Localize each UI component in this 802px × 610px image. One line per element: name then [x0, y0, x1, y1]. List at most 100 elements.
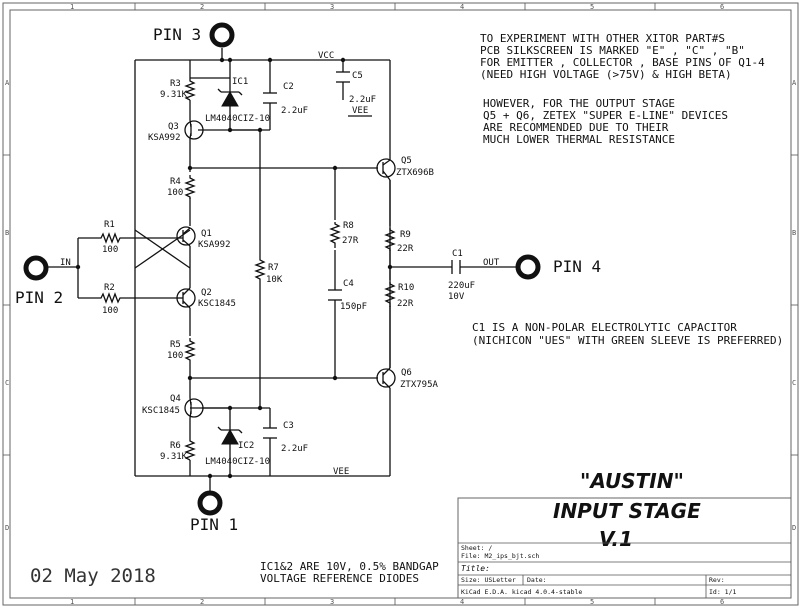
c4-ref: C4 [343, 279, 354, 289]
note-ic: IC1&2 ARE 10V, 0.5% BANDGAP VOLTAGE REFE… [260, 560, 439, 585]
note-output-line-4: MUCH LOWER THERMAL RESISTANCE [483, 133, 675, 146]
title-block: Sheet: / File: M2_ips_bjt.sch Title: Siz… [457, 497, 792, 599]
note-experiment: TO EXPERIMENT WITH OTHER XITOR PART#S PC… [480, 32, 765, 81]
big-title: "AUSTIN" INPUT STAGE V.1 [553, 469, 701, 551]
ruler-row-d-right: D [792, 524, 796, 532]
note-experiment-line-3: FOR EMITTER , COLLECTOR , BASE PINS OF Q… [480, 56, 765, 69]
ic1-ref: IC1 [232, 77, 248, 87]
ruler-col-2: 2 [200, 3, 204, 11]
r10-symbol [384, 282, 396, 307]
r7-symbol [254, 258, 266, 282]
r8-value: 27R [342, 236, 359, 246]
q1-symbol [176, 226, 196, 247]
r6-ref: R6 [170, 441, 181, 451]
q3-ref: Q3 [168, 122, 179, 132]
c4-symbol [328, 289, 342, 301]
note-output-line-1: HOWEVER, FOR THE OUTPUT STAGE [483, 97, 675, 110]
net-vee: VEE [333, 467, 349, 477]
q6-ref: Q6 [401, 368, 412, 378]
wires [42, 48, 520, 492]
q2-ref: Q2 [201, 288, 212, 298]
ruler-col-3: 3 [330, 3, 334, 11]
c5-symbol [336, 71, 350, 83]
r4-value: 100 [167, 188, 183, 198]
c2-ref: C2 [283, 82, 294, 92]
ruler-col-6: 6 [720, 3, 724, 11]
pin1-connector[interactable] [197, 490, 223, 516]
r3-ref: R3 [170, 79, 181, 89]
ic1-symbol [217, 88, 243, 108]
c2-value: 2.2uF [281, 106, 308, 116]
c3-symbol [263, 427, 277, 439]
tb-id: Id: 1/1 [709, 588, 736, 596]
ruler-row-a: A [5, 79, 10, 87]
net-out: OUT [483, 258, 500, 268]
q1-ref: Q1 [201, 229, 212, 239]
capacitor-symbols [263, 71, 461, 439]
tb-title: Title: [461, 564, 490, 573]
component-labels: R3 9.31K IC1 LM4040CIZ-10 C2 2.2uF C5 2.… [102, 71, 475, 467]
ruler-col-1-bottom: 1 [70, 598, 74, 606]
ruler-col-5-bottom: 5 [590, 598, 594, 606]
r2-value: 100 [102, 306, 118, 316]
ic1-value: LM4040CIZ-10 [205, 114, 270, 124]
r1-ref: R1 [104, 220, 115, 230]
note-c1: C1 IS A NON-POLAR ELECTROLYTIC CAPACITOR… [472, 321, 783, 347]
q1-value: KSA992 [198, 240, 231, 250]
big-title-line-1: "AUSTIN" [580, 469, 684, 493]
q2-value: KSC1845 [198, 299, 236, 309]
r5-symbol [184, 338, 196, 362]
r3-value: 9.31K [160, 90, 188, 100]
tb-size: Size: USLetter [461, 576, 516, 584]
tb-rev: Rev: [709, 576, 725, 584]
q6-symbol [376, 367, 396, 389]
pin1-label: PIN 1 [190, 515, 238, 534]
r10-value: 22R [397, 299, 414, 309]
note-experiment-line-1: TO EXPERIMENT WITH OTHER XITOR PART#S [480, 32, 725, 45]
ruler-row-c: C [5, 379, 9, 387]
pin2-connector[interactable] [23, 255, 49, 281]
tb-tool: KiCad E.D.A. kicad 4.0.4-stable [461, 588, 582, 596]
ruler-col-6-bottom: 6 [720, 598, 724, 606]
pin4-connector[interactable] [515, 254, 541, 280]
c3-ref: C3 [283, 421, 294, 431]
net-in: IN [60, 258, 71, 268]
net-vee-c5: VEE [352, 106, 368, 116]
junctions [75, 57, 393, 479]
sheet-date: 02 May 2018 [30, 565, 156, 587]
ruler-col-1: 1 [70, 3, 74, 11]
q3-symbol [184, 119, 204, 140]
q5-symbol [376, 158, 396, 181]
note-ic-line-1: IC1&2 ARE 10V, 0.5% BANDGAP [260, 560, 439, 573]
ruler-ticks [3, 3, 798, 605]
pin3-connector[interactable] [209, 22, 235, 48]
r9-value: 22R [397, 244, 414, 254]
r6-symbol [184, 438, 196, 461]
r9-symbol [384, 228, 396, 251]
c3-value: 2.2uF [281, 444, 308, 454]
r8-ref: R8 [343, 221, 354, 231]
ruler-col-2-bottom: 2 [200, 598, 204, 606]
note-output-line-2: Q5 + Q6, ZETEX "SUPER E-LINE" DEVICES [483, 109, 728, 122]
tb-sheet: Sheet: / [461, 544, 492, 552]
r6-value: 9.31K [160, 452, 188, 462]
q4-symbol [184, 397, 204, 419]
q5-value: ZTX696B [396, 168, 434, 178]
r4-ref: R4 [170, 177, 181, 187]
r3-symbol [184, 78, 196, 101]
note-c1-line-2: (NICHICON "UES" WITH GREEN SLEEVE IS PRE… [472, 334, 783, 347]
resistor-symbols [98, 78, 396, 461]
r8-symbol [329, 222, 341, 248]
c1-ref: C1 [452, 249, 463, 259]
inner-frame [9, 9, 792, 599]
r7-ref: R7 [268, 263, 279, 273]
ruler-col-5: 5 [590, 3, 594, 11]
q5-ref: Q5 [401, 156, 412, 166]
c4-value: 150pF [340, 302, 367, 312]
r2-symbol [98, 292, 122, 304]
ruler-row-d: D [5, 524, 9, 532]
c5-ref: C5 [352, 71, 363, 81]
r9-ref: R9 [400, 230, 411, 240]
q2-symbol [176, 287, 196, 309]
